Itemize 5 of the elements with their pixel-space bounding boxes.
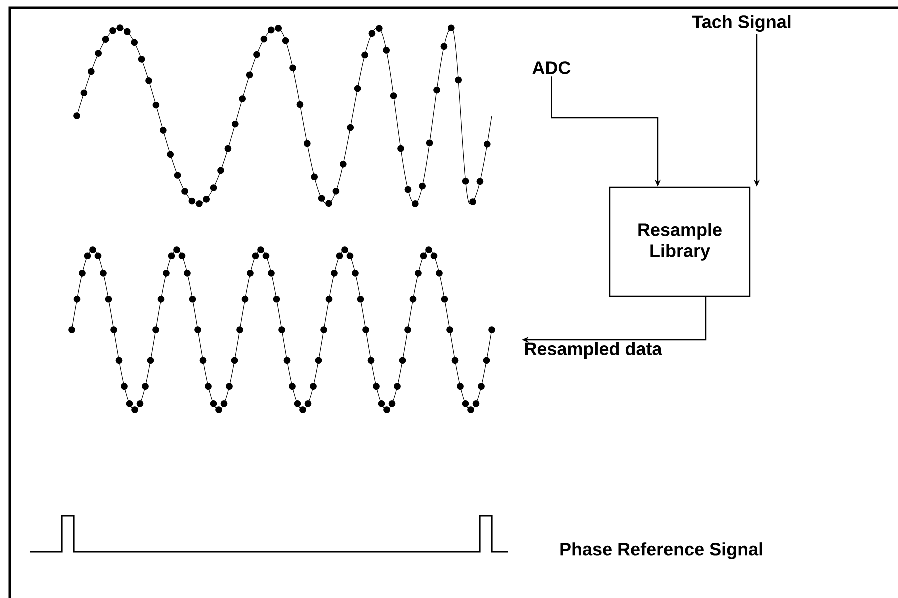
signal-label: Phase Reference Signal	[560, 542, 762, 560]
text-label: ADC	[532, 62, 571, 74]
text-label: Resampled data	[525, 342, 662, 359]
text-label: Tach Signal	[692, 15, 791, 32]
process-box: Resample Library	[609, 186, 751, 298]
